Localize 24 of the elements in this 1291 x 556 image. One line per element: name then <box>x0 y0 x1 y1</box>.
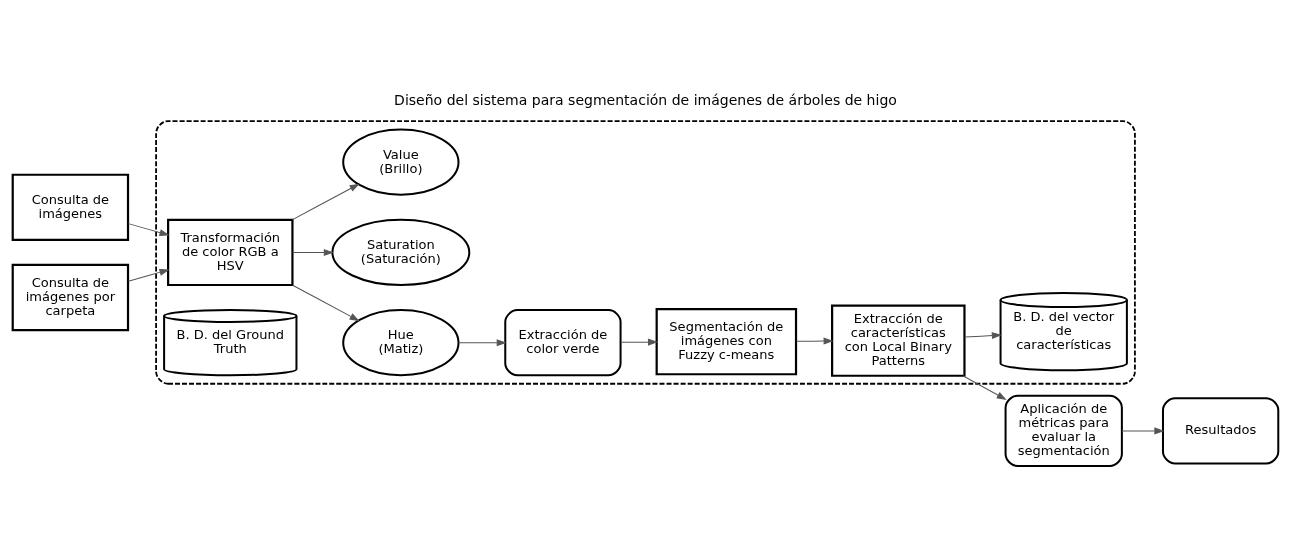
arrow <box>620 338 657 346</box>
arrow <box>127 268 169 282</box>
node-box: Aplicación de métricas para evaluar la segmentación <box>1004 394 1123 467</box>
arrow <box>458 339 506 346</box>
diagram-title: Diseño del sistema para segmentación de imágenes de árboles de higo <box>394 92 897 109</box>
arrow <box>127 223 169 236</box>
arrow <box>962 375 1006 400</box>
cluster <box>155 120 1136 385</box>
node-box: Consulta de imágenes por carpeta <box>11 263 130 332</box>
node-ellipse: Saturation (Saturación) <box>331 218 471 287</box>
node-box: Segmentación de imágenes con Fuzzy c-means <box>655 307 798 376</box>
arrow <box>292 249 333 256</box>
node-box: Consulta de imágenes <box>11 173 130 241</box>
node-box: Extracción de características con Local Binary Patterns <box>831 304 966 377</box>
node-box: Extracción de color verde <box>504 309 622 377</box>
node-ellipse: Value (Brillo) <box>342 128 460 196</box>
arrow <box>964 332 1001 339</box>
arrow <box>795 337 833 345</box>
arrow <box>1121 427 1164 435</box>
node-ellipse: Hue (Matiz) <box>342 309 460 377</box>
node-box: Resultados <box>1161 397 1280 465</box>
node-box: Transformación de color RGB a HSV <box>167 218 294 287</box>
arrow <box>292 284 359 321</box>
arrow <box>292 183 359 221</box>
